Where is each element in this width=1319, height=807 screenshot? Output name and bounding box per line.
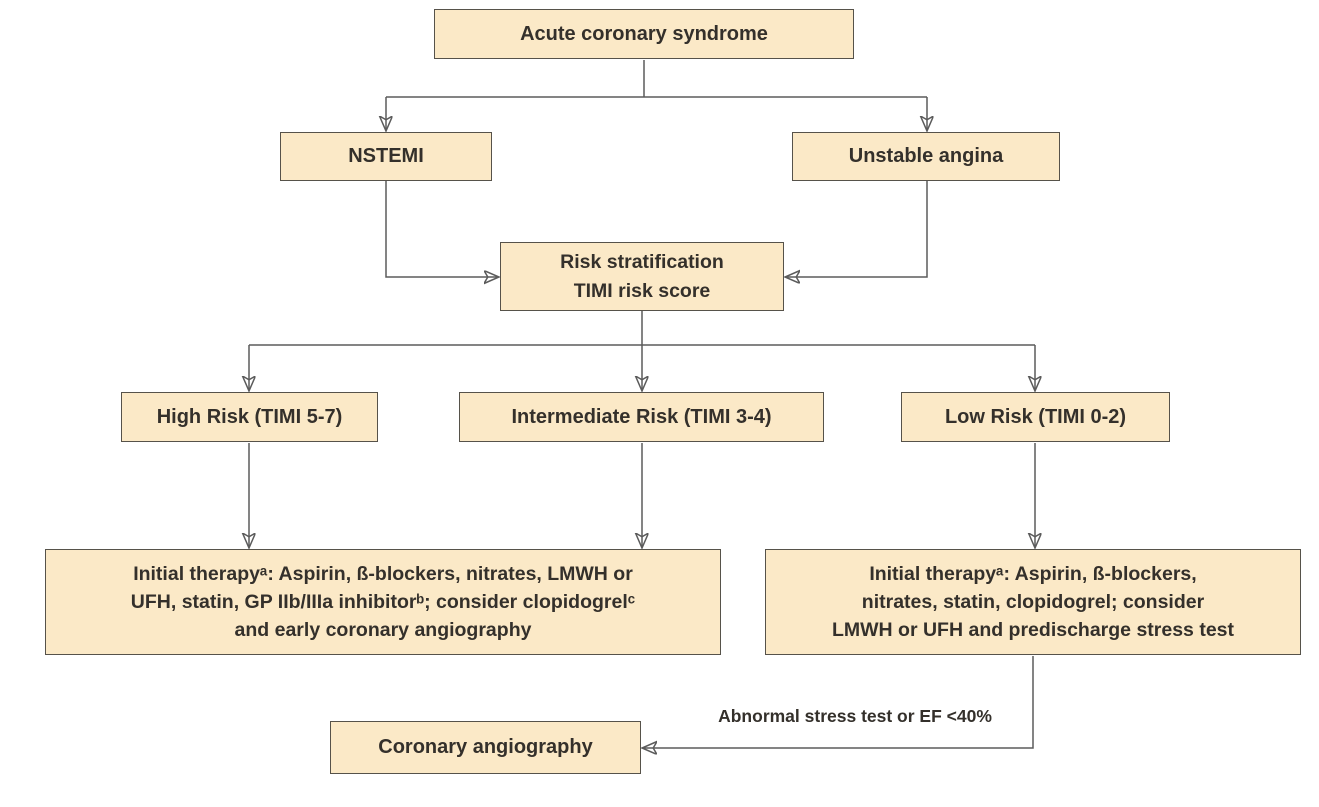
node-high-risk: High Risk (TIMI 5-7) <box>121 392 378 442</box>
node-intermediate-risk: Intermediate Risk (TIMI 3-4) <box>459 392 824 442</box>
node-acute-coronary-syndrome-label: Acute coronary syndrome <box>520 22 768 45</box>
node-intermediate-risk-label: Intermediate Risk (TIMI 3-4) <box>511 405 772 428</box>
node-risk-stratification: Risk stratification TIMI risk score <box>500 242 784 311</box>
edge-label-abnormal-stress-test: Abnormal stress test or EF <40% <box>718 706 992 726</box>
node-nstemi: NSTEMI <box>280 132 492 181</box>
node-initial-therapy-high-intermediate-label: Initial therapyᵃ: Aspirin, ß-blockers, n… <box>130 562 636 642</box>
node-initial-therapy-low: Initial therapyᵃ: Aspirin, ß-blockers, n… <box>765 549 1301 655</box>
node-coronary-angiography: Coronary angiography <box>330 721 641 774</box>
node-high-risk-label: High Risk (TIMI 5-7) <box>156 405 343 428</box>
node-acute-coronary-syndrome: Acute coronary syndrome <box>434 9 854 59</box>
node-risk-stratification-label: Risk stratification TIMI risk score <box>560 251 724 302</box>
node-nstemi-label: NSTEMI <box>348 145 424 168</box>
node-initial-therapy-high-intermediate: Initial therapyᵃ: Aspirin, ß-blockers, n… <box>45 549 721 655</box>
node-initial-therapy-low-label: Initial therapyᵃ: Aspirin, ß-blockers, n… <box>832 562 1234 642</box>
node-low-risk-label: Low Risk (TIMI 0-2) <box>944 405 1127 428</box>
node-unstable-angina: Unstable angina <box>792 132 1060 181</box>
node-unstable-angina-label: Unstable angina <box>848 145 1004 168</box>
node-low-risk: Low Risk (TIMI 0-2) <box>901 392 1170 442</box>
node-coronary-angiography-label: Coronary angiography <box>378 736 593 759</box>
